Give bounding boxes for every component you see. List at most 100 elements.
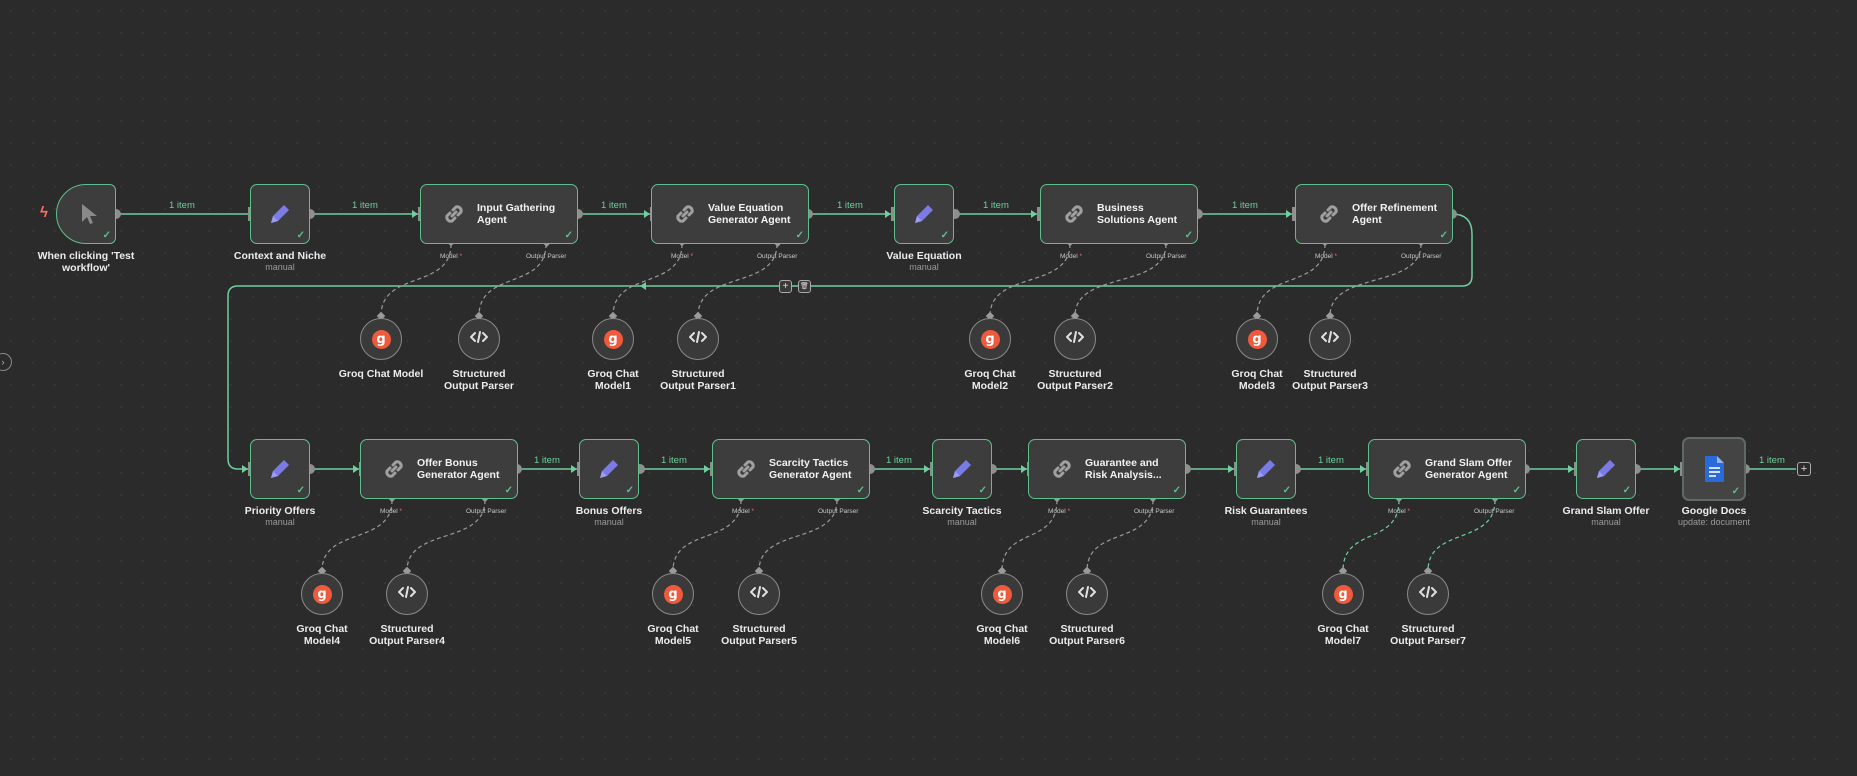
sub-node-label: Structured Output Parser2 bbox=[1037, 368, 1113, 392]
set-node-value-equation[interactable]: ✓ bbox=[894, 184, 954, 244]
node-subtitle: manual bbox=[265, 262, 295, 272]
output-parser-node[interactable] bbox=[738, 573, 780, 615]
link-icon bbox=[672, 201, 698, 227]
wire-item-count: 1 item bbox=[886, 455, 912, 466]
agent-node-scarcity-tactics[interactable]: Scarcity Tactics Generator Agent ✓ bbox=[712, 439, 870, 499]
groq-icon: g bbox=[603, 329, 623, 349]
output-parser-node[interactable] bbox=[458, 318, 500, 360]
pencil-icon bbox=[911, 201, 937, 227]
agent-node-business-solutions[interactable]: Business Solutions Agent ✓ bbox=[1040, 184, 1198, 244]
wire-item-count: 1 item bbox=[661, 455, 687, 466]
link-icon bbox=[1389, 456, 1415, 482]
success-check-icon: ✓ bbox=[795, 230, 804, 241]
output-parser-node[interactable] bbox=[1407, 573, 1449, 615]
groq-chat-model-node[interactable]: g bbox=[360, 318, 402, 360]
link-icon bbox=[1049, 456, 1075, 482]
output-parser-node[interactable] bbox=[1054, 318, 1096, 360]
groq-icon: g bbox=[663, 584, 683, 604]
output-parser-port-label: Output Parser bbox=[526, 253, 567, 260]
groq-chat-model-node[interactable]: g bbox=[981, 573, 1023, 615]
agent-node-input-gathering[interactable]: Input Gathering Agent ✓ bbox=[420, 184, 578, 244]
output-parser-node[interactable] bbox=[1066, 573, 1108, 615]
success-check-icon: ✓ bbox=[1512, 485, 1521, 496]
agent-node-grand-slam[interactable]: Grand Slam Offer Generator Agent ✓ bbox=[1368, 439, 1526, 499]
node-subtitle: manual bbox=[947, 517, 977, 527]
link-icon bbox=[1316, 201, 1342, 227]
model-port-label: Model * bbox=[380, 508, 403, 515]
success-check-icon: ✓ bbox=[856, 485, 865, 496]
code-icon bbox=[469, 330, 489, 349]
wire-item-count: 1 item bbox=[1232, 200, 1258, 211]
agent-node-guarantee-risk[interactable]: Guarantee and Risk Analysis... ✓ bbox=[1028, 439, 1186, 499]
agent-node-value-equation[interactable]: Value Equation Generator Agent ✓ bbox=[651, 184, 809, 244]
agent-node-offer-refinement[interactable]: Offer Refinement Agent ✓ bbox=[1295, 184, 1453, 244]
output-parser-port-label: Output Parser bbox=[1401, 253, 1442, 260]
add-node-button[interactable]: + bbox=[779, 280, 792, 293]
model-port-label: Model * bbox=[1388, 508, 1411, 515]
node-title: Guarantee and Risk Analysis... bbox=[1085, 457, 1162, 481]
groq-chat-model-node[interactable]: g bbox=[969, 318, 1011, 360]
success-check-icon: ✓ bbox=[504, 485, 513, 496]
google-docs-node[interactable]: ✓ bbox=[1682, 437, 1746, 501]
wire-item-count: 1 item bbox=[352, 200, 378, 211]
sub-node-label: Groq Chat Model bbox=[338, 368, 424, 380]
output-parser-port-label: Output Parser bbox=[466, 508, 507, 515]
model-port-label: Model * bbox=[1060, 253, 1083, 260]
set-node-context-niche[interactable]: ✓ bbox=[250, 184, 310, 244]
set-node-risk-guarantees[interactable]: ✓ bbox=[1236, 439, 1296, 499]
set-node-scarcity-tactics[interactable]: ✓ bbox=[932, 439, 992, 499]
node-subtitle: manual bbox=[594, 517, 624, 527]
node-label: Value Equation bbox=[886, 250, 962, 262]
groq-chat-model-node[interactable]: g bbox=[1322, 573, 1364, 615]
sub-node-label: Structured Output Parser bbox=[443, 368, 514, 392]
success-check-icon: ✓ bbox=[1282, 485, 1291, 496]
link-icon bbox=[441, 201, 467, 227]
groq-icon: g bbox=[980, 329, 1000, 349]
output-parser-node[interactable] bbox=[677, 318, 719, 360]
node-subtitle: manual bbox=[1591, 517, 1621, 527]
node-label: Risk Guarantees bbox=[1224, 505, 1308, 517]
sub-node-label: Groq Chat Model4 bbox=[296, 623, 348, 647]
google-docs-icon bbox=[1703, 455, 1725, 483]
model-port-label: Model * bbox=[440, 253, 463, 260]
sub-node-label: Groq Chat Model1 bbox=[587, 368, 639, 392]
success-check-icon: ✓ bbox=[1439, 230, 1448, 241]
set-node-priority-offers[interactable]: ✓ bbox=[250, 439, 310, 499]
link-icon bbox=[1061, 201, 1087, 227]
success-check-icon: ✓ bbox=[940, 230, 949, 241]
output-parser-port-label: Output Parser bbox=[1474, 508, 1515, 515]
output-parser-node[interactable] bbox=[386, 573, 428, 615]
delete-connection-button[interactable]: 🗑 bbox=[798, 280, 811, 293]
node-label: Google Docs bbox=[1681, 505, 1747, 517]
node-label: Grand Slam Offer bbox=[1562, 505, 1650, 517]
sub-node-label: Groq Chat Model7 bbox=[1317, 623, 1369, 647]
add-next-node-button[interactable]: + bbox=[1797, 462, 1811, 476]
agent-node-offer-bonus[interactable]: Offer Bonus Generator Agent ✓ bbox=[360, 439, 518, 499]
node-label: Bonus Offers bbox=[575, 505, 643, 517]
code-icon bbox=[688, 330, 708, 349]
trigger-node[interactable]: ✓ bbox=[56, 184, 116, 244]
model-port-label: Model * bbox=[1048, 508, 1071, 515]
groq-chat-model-node[interactable]: g bbox=[592, 318, 634, 360]
groq-icon: g bbox=[312, 584, 332, 604]
code-icon bbox=[749, 585, 769, 604]
sub-node-label: Structured Output Parser6 bbox=[1049, 623, 1125, 647]
wire-item-count: 1 item bbox=[169, 200, 195, 211]
set-node-bonus-offers[interactable]: ✓ bbox=[579, 439, 639, 499]
output-parser-node[interactable] bbox=[1309, 318, 1351, 360]
node-title: Offer Bonus Generator Agent bbox=[417, 457, 500, 481]
success-check-icon: ✓ bbox=[296, 485, 305, 496]
groq-chat-model-node[interactable]: g bbox=[301, 573, 343, 615]
pencil-icon bbox=[1593, 456, 1619, 482]
sub-node-label: Groq Chat Model3 bbox=[1231, 368, 1283, 392]
sub-node-label: Groq Chat Model5 bbox=[647, 623, 699, 647]
success-check-icon: ✓ bbox=[1731, 486, 1740, 497]
output-parser-port-label: Output Parser bbox=[818, 508, 859, 515]
groq-chat-model-node[interactable]: g bbox=[652, 573, 694, 615]
groq-chat-model-node[interactable]: g bbox=[1236, 318, 1278, 360]
wire-item-count: 1 item bbox=[983, 200, 1009, 211]
code-icon bbox=[1065, 330, 1085, 349]
groq-icon: g bbox=[992, 584, 1012, 604]
set-node-grand-slam-offer[interactable]: ✓ bbox=[1576, 439, 1636, 499]
link-icon bbox=[733, 456, 759, 482]
